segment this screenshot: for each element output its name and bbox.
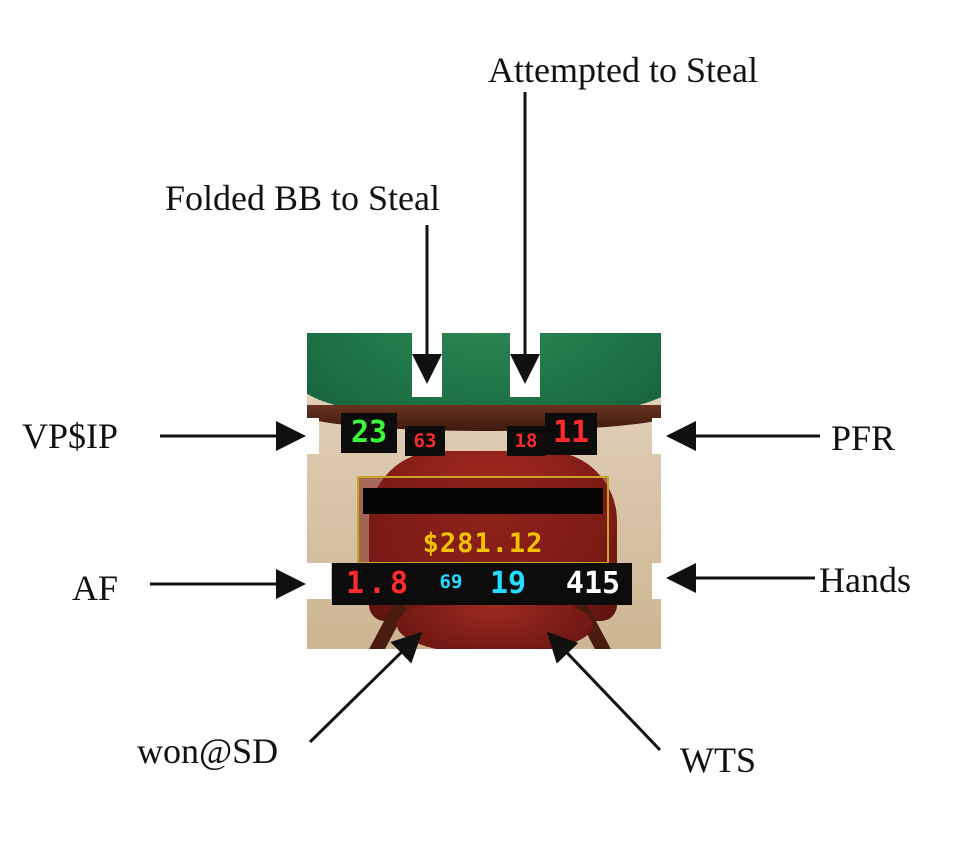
arrow-won-sd [308,631,423,744]
hud-vpip-value: 23 [350,415,388,450]
hud-wts-value: 19 [489,566,527,601]
hud-won-sd: 69 [430,570,472,600]
hud-folded-bb: 63 [405,426,445,456]
label-folded-bb-to-steal: Folded BB to Steal [165,178,441,218]
label-af: AF [72,568,119,608]
hud-af-value: 1.8 [345,566,413,601]
notch-vpip [307,418,319,454]
label-wts: WTS [680,740,756,780]
label-attempted-to-steal: Attempted to Steal [488,50,758,90]
hud-won-sd-value: 69 [439,571,463,593]
notch-af [307,563,331,599]
label-hands: Hands [819,560,911,600]
arrow-wts [546,631,662,752]
label-won-at-sd: won@SD [137,731,279,771]
hud-pfr: 11 [545,413,597,455]
hud-attempted-steal-value: 18 [514,430,538,452]
poker-seat-image: $281.12 [307,333,661,649]
hud-attempted-steal: 18 [507,426,545,456]
hud-pfr-value: 11 [552,415,590,450]
player-name-bar [363,488,603,514]
notch-pfr [652,418,661,454]
hud-wts: 19 [478,566,538,602]
hud-hands: 415 [556,566,630,602]
label-vpip: VP$IP [22,416,119,456]
hud-vpip: 23 [341,413,397,453]
player-name-box: $281.12 [357,476,609,564]
hud-folded-bb-value: 63 [413,430,437,452]
hud-hands-value: 415 [565,566,621,601]
notch-hands [652,563,661,599]
label-pfr: PFR [831,418,896,458]
hud-af: 1.8 [334,566,424,602]
stack-amount: $281.12 [422,528,544,559]
